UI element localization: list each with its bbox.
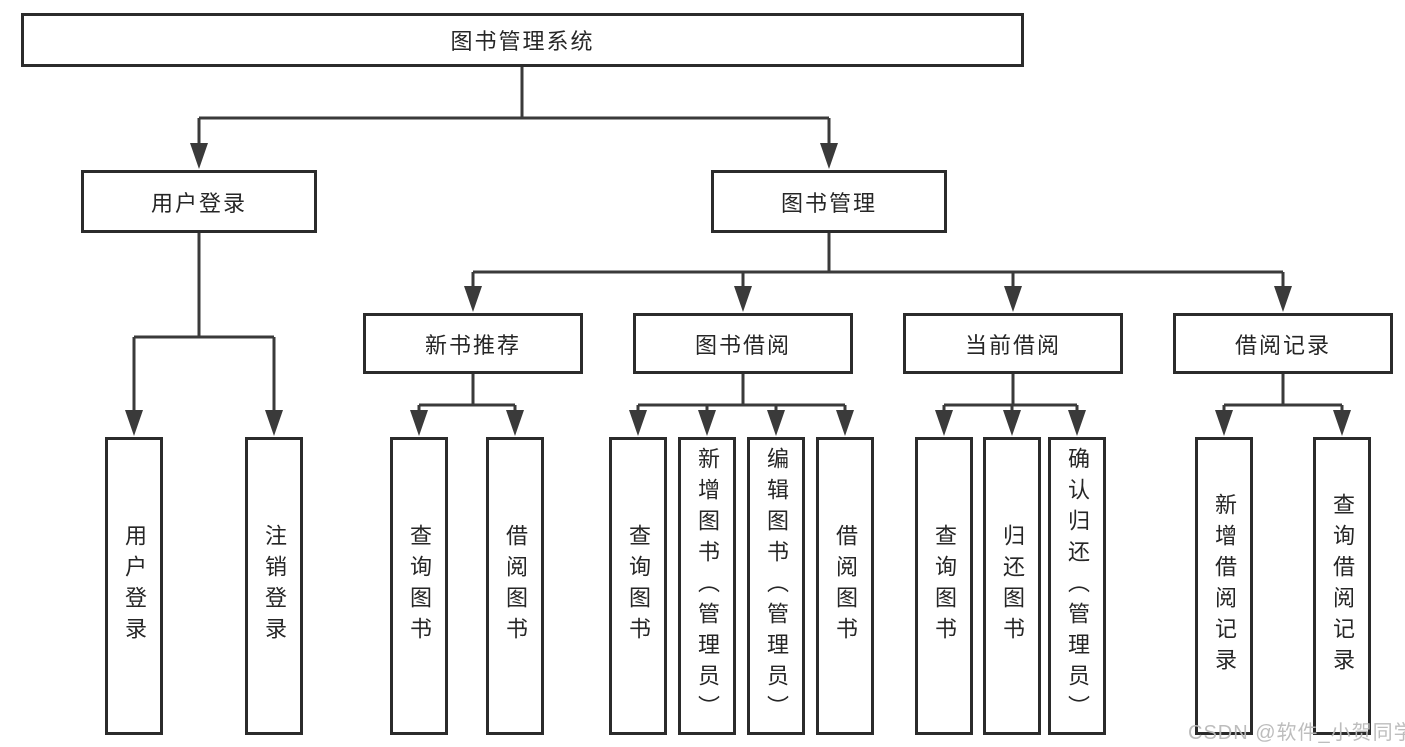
node-label: 图书借阅 (694, 332, 791, 358)
node-user-login: 用户登录 (81, 170, 317, 233)
node-label: 新增图书（管理员） (695, 446, 720, 726)
node-label: 借阅图书 (833, 524, 858, 648)
leaf-newbook-borrow-books: 借阅图书 (486, 437, 544, 735)
node-label: 新书推荐 (424, 332, 521, 358)
node-label: 图书管理 (780, 190, 877, 216)
leaf-borrowing-add-books-admin: 新增图书（管理员） (678, 437, 736, 735)
node-label: 用户登录 (122, 524, 147, 648)
csdn-watermark: CSDN @软件_小贺同学 (1188, 722, 1405, 744)
leaf-records-add-borrow-record: 新增借阅记录 (1195, 437, 1253, 735)
node-label: 当前借阅 (964, 332, 1061, 358)
node-label: 查询图书 (626, 524, 651, 648)
leaf-logout: 注销登录 (245, 437, 303, 735)
node-book-management: 图书管理 (711, 170, 947, 233)
node-label: 编辑图书（管理员） (764, 446, 789, 726)
node-label: 确认归还（管理员） (1065, 446, 1090, 726)
leaf-borrowing-edit-books-admin: 编辑图书（管理员） (747, 437, 805, 735)
leaf-current-return-books: 归还图书 (983, 437, 1041, 735)
node-label: 借阅记录 (1234, 332, 1331, 358)
node-book-borrowing: 图书借阅 (633, 313, 853, 374)
node-borrowing-records: 借阅记录 (1173, 313, 1393, 374)
leaf-current-query-books: 查询图书 (915, 437, 973, 735)
node-label: 用户登录 (150, 190, 247, 216)
arrowhead-icon (125, 143, 1351, 436)
node-label: 查询图书 (407, 524, 432, 648)
node-new-book-recommendation: 新书推荐 (363, 313, 583, 374)
node-library-management-system: 图书管理系统 (21, 13, 1024, 67)
node-current-borrowing: 当前借阅 (903, 313, 1123, 374)
node-label: 查询图书 (932, 524, 957, 648)
node-label: 查询借阅记录 (1330, 493, 1355, 679)
leaf-borrowing-query-books: 查询图书 (609, 437, 667, 735)
node-label: 图书管理系统 (450, 29, 595, 54)
leaf-borrowing-borrow-books: 借阅图书 (816, 437, 874, 735)
leaf-records-query-borrow-record: 查询借阅记录 (1313, 437, 1371, 735)
node-label: 注销登录 (262, 524, 287, 648)
node-label: 借阅图书 (503, 524, 528, 648)
node-label: 归还图书 (1000, 524, 1025, 648)
node-label: 新增借阅记录 (1212, 493, 1237, 679)
leaf-user-login: 用户登录 (105, 437, 163, 735)
leaf-current-confirm-return-admin: 确认归还（管理员） (1048, 437, 1106, 735)
leaf-newbook-query-books: 查询图书 (390, 437, 448, 735)
